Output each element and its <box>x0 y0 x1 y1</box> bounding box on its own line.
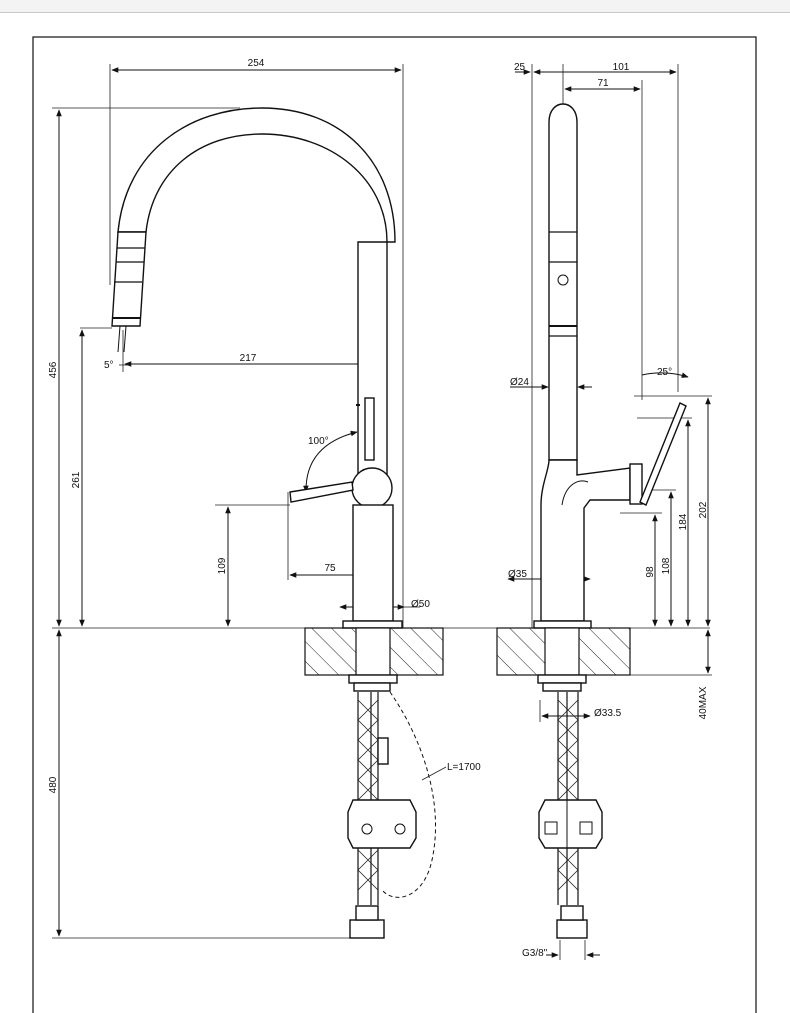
hose-fitting-side <box>556 919 588 939</box>
dim-lever-height-low: 108 <box>661 557 672 574</box>
hose-fitting-front <box>349 919 385 939</box>
lever-rotation-arc <box>303 430 358 493</box>
dim-spout-angle: 5° <box>104 360 114 371</box>
drawing-frame <box>32 36 757 1013</box>
dim-below-deck: 480 <box>48 776 59 793</box>
dim-depth-overall: 101 <box>613 62 630 73</box>
dim-width-overall: 254 <box>248 58 265 69</box>
spout-side <box>548 103 578 461</box>
dim-hose-length: L=1700 <box>447 762 481 773</box>
check-valve-side <box>538 799 603 849</box>
dim-lever-height: 109 <box>217 557 228 574</box>
dim-lever-base: 98 <box>645 566 656 578</box>
check-valve-front <box>347 799 417 849</box>
dim-lever-angle: 25° <box>657 367 672 378</box>
braided-hose-side <box>557 692 579 905</box>
dim-spout-height: 261 <box>71 471 82 488</box>
lever-handle <box>364 397 375 461</box>
spout-outline <box>117 107 396 243</box>
lever-hub <box>351 467 393 509</box>
lever-block-side <box>629 463 643 505</box>
dim-base-diameter: Ø50 <box>411 599 430 610</box>
dim-spout-reach: 217 <box>240 353 257 364</box>
mounting-nut-side <box>537 674 587 684</box>
braided-hose-front <box>357 692 389 905</box>
dim-depth-handle: 71 <box>597 78 609 89</box>
dim-lever-rotation: 100° <box>308 436 329 447</box>
dim-deck-thickness: 40MAX <box>698 686 709 719</box>
dim-offset-back: 25 <box>514 62 526 73</box>
dim-height-overall: 456 <box>48 361 59 378</box>
front-view: 254 456 261 480 217 5° 100° 109 75 Ø50 <box>48 58 710 939</box>
mounting-nut-front <box>348 674 398 684</box>
dim-body-diameter: Ø35 <box>508 569 527 580</box>
dim-lever-reach: 75 <box>324 563 336 574</box>
window-top-strip <box>0 0 790 13</box>
dim-connection-thread: G3/8" <box>522 948 548 959</box>
lever-side-angled <box>639 402 687 506</box>
dim-lever-height-high: 202 <box>698 501 709 518</box>
side-view: 25 101 71 25° 202 184 108 98 40MAX Ø24 Ø… <box>496 62 712 960</box>
dim-lever-height-mid: 184 <box>678 513 689 530</box>
dim-spout-diameter: Ø24 <box>510 377 529 388</box>
pullout-hose-dashed <box>381 691 436 898</box>
faucet-base <box>342 620 403 629</box>
spray-head <box>111 231 147 327</box>
body-side <box>540 459 631 622</box>
lever-arm-rotated <box>289 481 354 503</box>
dim-shank-diameter: Ø33.5 <box>594 708 622 719</box>
faucet-body <box>352 504 394 622</box>
